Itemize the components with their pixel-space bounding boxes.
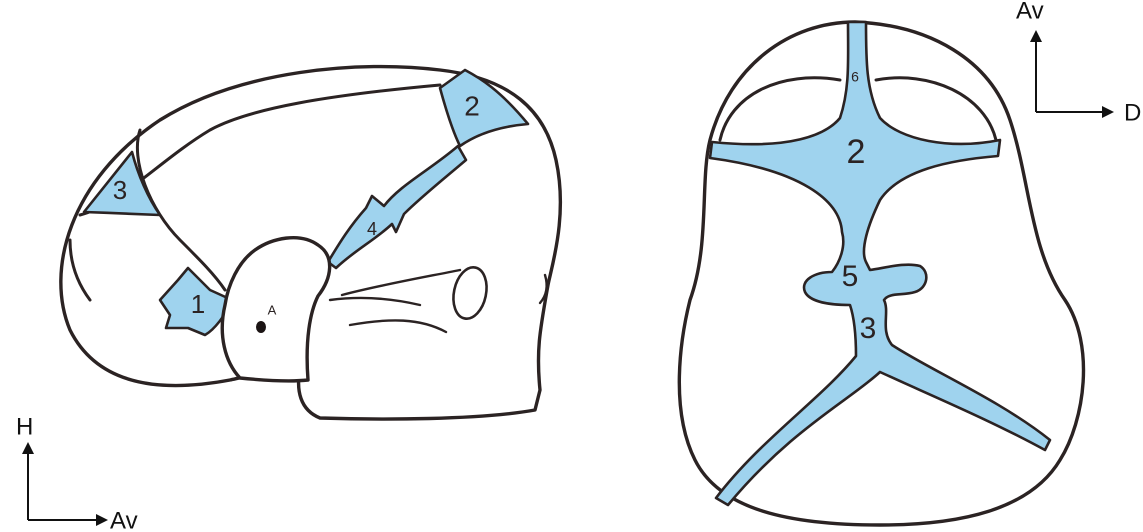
superior-skull-view: 6 2 5 3 Av D: [679, 0, 1141, 525]
superior-orientation-axes: Av D: [1016, 0, 1141, 126]
point-a-label: A: [268, 302, 277, 317]
label-1: 1: [191, 289, 205, 319]
label-5: 5: [842, 260, 859, 293]
up-arrow-icon: [1030, 30, 1042, 42]
label-2-superior: 2: [847, 133, 866, 171]
axis-d-label: D: [1124, 99, 1141, 126]
label-2: 2: [464, 90, 480, 121]
up-arrow-icon: [22, 442, 34, 454]
label-3: 3: [113, 175, 127, 205]
label-4: 4: [367, 219, 377, 239]
axis-av-label: Av: [110, 507, 138, 532]
lateral-orientation-axes: H Av: [16, 413, 138, 532]
label-6: 6: [851, 69, 859, 85]
right-arrow-icon: [96, 514, 108, 526]
lateral-skull-view: A 1 2 3 4 H Av: [16, 67, 560, 532]
right-arrow-icon: [1102, 106, 1114, 118]
label-3-superior: 3: [860, 312, 877, 345]
axis-av-label-superior: Av: [1016, 0, 1044, 24]
point-a-marker: [256, 321, 266, 333]
axis-h-label: H: [16, 413, 33, 440]
